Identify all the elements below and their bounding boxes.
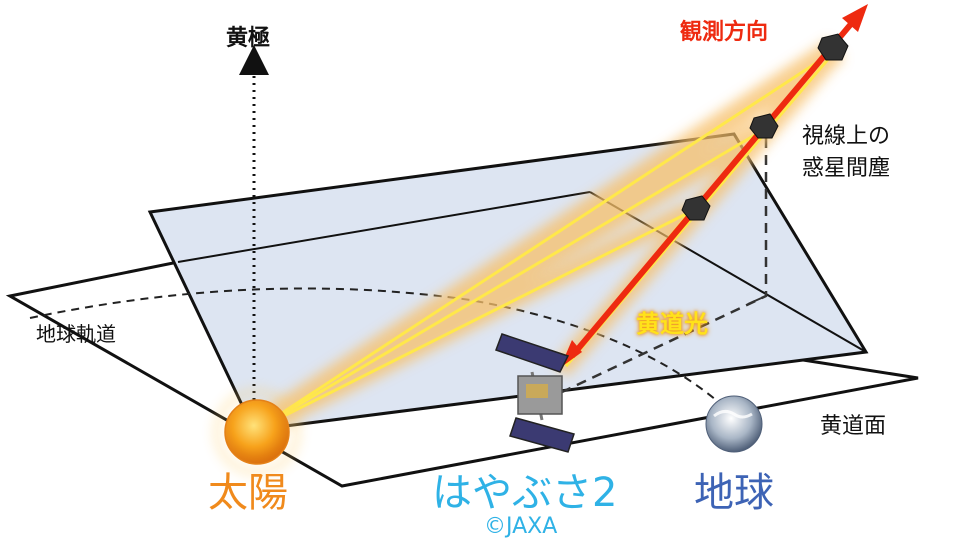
plane-crease-2: [589, 191, 867, 353]
earth-icon: [705, 395, 763, 453]
earth-clouds: [713, 409, 753, 419]
line-of-sight-dust-label-1: 視線上の: [802, 124, 891, 149]
view-direction-label: 観測方向: [680, 20, 769, 45]
sun-icon: [224, 399, 290, 465]
dust-particle: [681, 33, 849, 221]
earth-label: 地球: [694, 470, 774, 516]
hayabusa2-spacecraft: [495, 333, 575, 453]
credit-label: ©JAXA: [484, 514, 558, 539]
right-angle-mark: [747, 295, 767, 305]
ecliptic-plane-label: 黄道面: [820, 414, 887, 439]
view-direction-line: [569, 16, 859, 358]
sun-glow: [214, 389, 300, 475]
zodiacal-light-label: 黄道光: [636, 310, 708, 338]
hayabusa2-label: はやぶさ2: [432, 470, 618, 516]
plane-crease: [177, 191, 591, 263]
line-of-sight-dust-label-2: 惑星間塵: [802, 156, 891, 181]
view-direction-arrowhead: [842, 4, 868, 32]
sun-label: 太陽: [208, 470, 288, 516]
earth-orbit-label: 地球軌道: [36, 322, 116, 346]
ecliptic-pole-label: 黄極: [226, 26, 271, 51]
